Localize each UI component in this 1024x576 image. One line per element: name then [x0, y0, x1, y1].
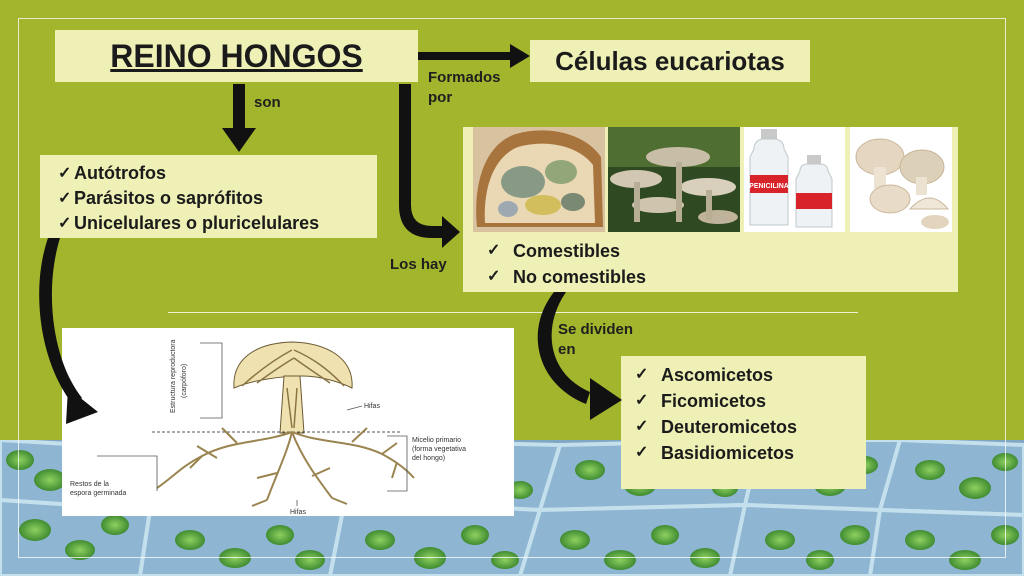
penicillin-bottles-photo: PENICILINA — [744, 127, 845, 232]
list-item: Unicelulares o pluricelulares — [58, 211, 377, 236]
list-item: Comestibles — [487, 238, 646, 264]
fungus-structure-diagram: Estructura reproductora (carpóforo) Hifa… — [62, 328, 514, 516]
list-item: Ascomicetos — [635, 362, 866, 388]
penicillin-label: PENICILINA — [749, 183, 789, 190]
classes-list: Ascomicetos Ficomicetos Deuteromicetos B… — [635, 362, 866, 466]
list-item: Parásitos o saprófitos — [58, 186, 377, 211]
moldy-bread-photo — [473, 127, 605, 232]
divider-line — [168, 312, 858, 313]
label-formados-line1: Formados — [428, 69, 501, 86]
oyster-mushrooms-photo — [608, 127, 740, 232]
diagram-reproductive-label: Estructura reproductora — [170, 339, 177, 413]
list-item: Ficomicetos — [635, 388, 866, 414]
diagram-micelio-line2: (forma vegetativa — [412, 446, 466, 453]
characteristics-list: Autótrofos Parásitos o saprófitos Unicel… — [58, 161, 377, 236]
characteristics-box: Autótrofos Parásitos o saprófitos Unicel… — [40, 155, 377, 238]
diagram-micelio-line3: del hongo) — [412, 455, 445, 462]
page-title: REINO HONGOS — [110, 37, 363, 74]
white-mushrooms-photo — [850, 127, 952, 232]
list-item: Deuteromicetos — [635, 414, 866, 440]
list-item: Basidiomicetos — [635, 440, 866, 466]
classes-box: Ascomicetos Ficomicetos Deuteromicetos B… — [621, 356, 866, 489]
label-son: son — [254, 94, 281, 111]
list-item: No comestibles — [487, 264, 646, 290]
diagram-restos-line1: Restos de la — [70, 481, 109, 488]
types-box: PENICILINA Comestibles No comestibles — [463, 127, 958, 292]
cells-box: Células eucariotas — [530, 40, 810, 82]
label-se-dividen: Se dividen en — [558, 320, 633, 360]
cells-label: Células eucariotas — [555, 45, 785, 76]
diagram-hifas-top-label: Hifas — [364, 403, 380, 410]
arrow-curve-icon — [399, 84, 460, 248]
arrow-down-icon — [222, 84, 256, 152]
label-formados: Formados por — [428, 68, 501, 108]
label-se-dividen-line1: Se dividen — [558, 321, 634, 338]
label-los-hay: Los hay — [390, 256, 447, 273]
list-item: Autótrofos — [58, 161, 377, 186]
diagram-carpophore-label: (carpóforo) — [181, 364, 188, 398]
diagram-micelio-line1: Micelio primario — [412, 437, 461, 444]
label-formados-line2: por — [428, 89, 453, 106]
arrow-right-icon — [418, 44, 530, 68]
types-list: Comestibles No comestibles — [487, 238, 646, 290]
diagram-restos-line2: espora germinada — [70, 490, 127, 497]
title-box: REINO HONGOS — [55, 30, 418, 82]
diagram-hifas-bottom-label: Hifas — [290, 509, 306, 516]
